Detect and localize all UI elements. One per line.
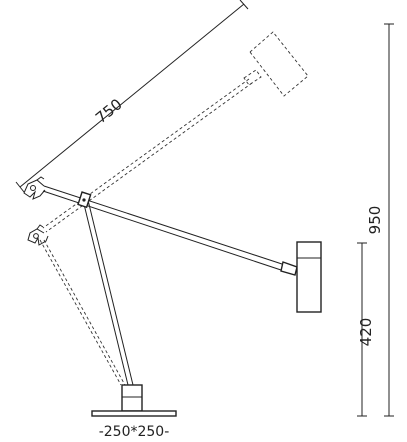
alternate-position-outline [39,31,309,386]
counterweight-handle [23,176,46,200]
base-size-label: -250*250- [99,424,170,440]
lamp-support-leg [81,195,134,386]
arm-length-label: 750 [92,95,126,127]
lamp-head [296,241,322,313]
pivot-joint [77,191,92,209]
counterweight-handle-alt [27,224,49,246]
total-height-label: 950 [366,206,384,235]
base-size-dimension: -250*250- [99,424,170,440]
pivot-height-label: 420 [357,318,375,347]
lamp-base [91,384,177,417]
total-height-dimension: 950 [366,23,394,417]
pivot-height-dimension: 420 [357,242,375,417]
